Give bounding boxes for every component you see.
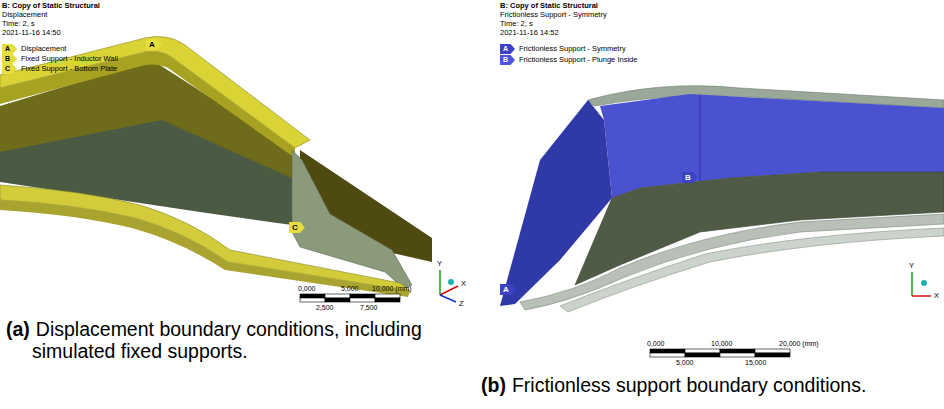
legend-row: A Displacement	[2, 44, 66, 54]
y-axis	[439, 270, 440, 295]
legend-letter: A	[2, 44, 17, 54]
scale-value: 10,000 (mm)	[372, 284, 412, 293]
scale-segment	[375, 294, 400, 298]
legend-text: Fixed Support - Bottom Plate	[21, 64, 117, 74]
lower-band-edge	[0, 200, 410, 297]
plate-underside	[560, 228, 944, 312]
x-axis	[912, 295, 931, 296]
legend-row: B Frictionless Support - Plunge Inside	[500, 55, 637, 65]
date-stamp: 2021-11-16 14:50	[2, 28, 61, 37]
panel-title: B: Copy of Static Structural	[500, 1, 598, 10]
scale-segment	[755, 353, 790, 357]
legend-letter: B	[500, 55, 515, 65]
legend-row: A Frictionless Support - Symmetry	[500, 44, 626, 54]
result-name: Frictionless Support - Symmetry	[500, 10, 607, 19]
panel-title: B: Copy of Static Structural	[2, 1, 100, 10]
result-name: Displacement	[2, 10, 47, 19]
callout-flag: B	[682, 172, 698, 183]
legend-swatch: A	[2, 44, 17, 54]
scale-segment	[300, 298, 325, 302]
scale-segment	[325, 294, 350, 298]
scale-segment	[755, 349, 790, 353]
plate-edge	[520, 214, 944, 310]
scale-segment	[350, 294, 375, 298]
scale-value: 5,000	[676, 358, 694, 367]
z-axis	[440, 295, 456, 302]
legend-letter: A	[500, 44, 515, 54]
scale-value: 10,000	[711, 339, 732, 348]
scale-segment	[300, 294, 325, 298]
legend-text: Displacement	[21, 44, 66, 54]
callout-flag: C	[289, 222, 305, 233]
scale-segment	[685, 349, 720, 353]
band-front-face	[0, 52, 295, 159]
callout-flag: A	[500, 284, 516, 295]
scale-bar	[650, 349, 790, 357]
scale-value: 2,500	[316, 303, 334, 312]
time-stamp: Time: 2, s	[2, 19, 35, 28]
caption-tag: (a)	[6, 318, 30, 340]
legend-swatch: B	[500, 55, 515, 65]
caption-tag: (b)	[481, 374, 506, 396]
x-axis	[440, 286, 458, 295]
legend-swatch: A	[500, 44, 515, 54]
triad-ball	[921, 280, 927, 286]
legend-row: C Fixed Support - Bottom Plate	[2, 64, 117, 74]
scale-value: 7,500	[360, 303, 378, 312]
legend-text: Frictionless Support - Plunge Inside	[519, 55, 637, 65]
face-edge	[700, 95, 701, 183]
time-stamp: Time: 2, s	[500, 19, 533, 28]
legend-row: B Fixed Support - Inductor Wall	[2, 54, 118, 64]
axis-label: Y	[909, 261, 914, 270]
sub-caption: (a)Displacement boundary conditions, inc…	[6, 318, 466, 362]
y-axis	[911, 272, 912, 296]
legend-text: Frictionless Support - Symmetry	[519, 44, 626, 54]
legend-swatch: B	[2, 54, 17, 64]
caption-text: Displacement boundary conditions, includ…	[32, 318, 422, 362]
scale-value: 20,000 (mm)	[779, 339, 819, 348]
triad-ball	[448, 279, 454, 285]
scale-segment	[720, 353, 755, 357]
lower-band	[0, 185, 410, 291]
scale-value: 0,000	[298, 284, 316, 293]
axis-label: X	[934, 291, 939, 300]
axis-triad	[440, 270, 458, 302]
scale-value: 0,000	[647, 339, 665, 348]
legend-swatch: C	[2, 64, 17, 74]
scale-segment	[350, 298, 375, 302]
scale-bar	[300, 294, 400, 302]
axis-label: X	[461, 279, 466, 288]
sub-caption: (b) Frictionless support boundary conditi…	[481, 374, 941, 396]
callout-flag: A	[146, 39, 162, 50]
caption-text: Frictionless support boundary conditions…	[512, 374, 866, 396]
scale-segment	[650, 349, 685, 353]
scale-segment	[685, 353, 720, 357]
axis-triad	[912, 272, 931, 296]
scale-segment	[375, 298, 400, 302]
scale-segment	[325, 298, 350, 302]
scale-value: 5,000	[341, 284, 359, 293]
legend-letter: B	[2, 54, 17, 64]
axis-label: Z	[459, 299, 464, 308]
legend-letter: C	[2, 64, 17, 74]
scale-segment	[650, 353, 685, 357]
axis-label: Y	[437, 259, 442, 268]
legend-text: Fixed Support - Inductor Wall	[21, 54, 118, 64]
scale-segment	[720, 349, 755, 353]
date-stamp: 2021-11-16 14:52	[500, 28, 559, 37]
scale-value: 15,000	[745, 358, 766, 367]
